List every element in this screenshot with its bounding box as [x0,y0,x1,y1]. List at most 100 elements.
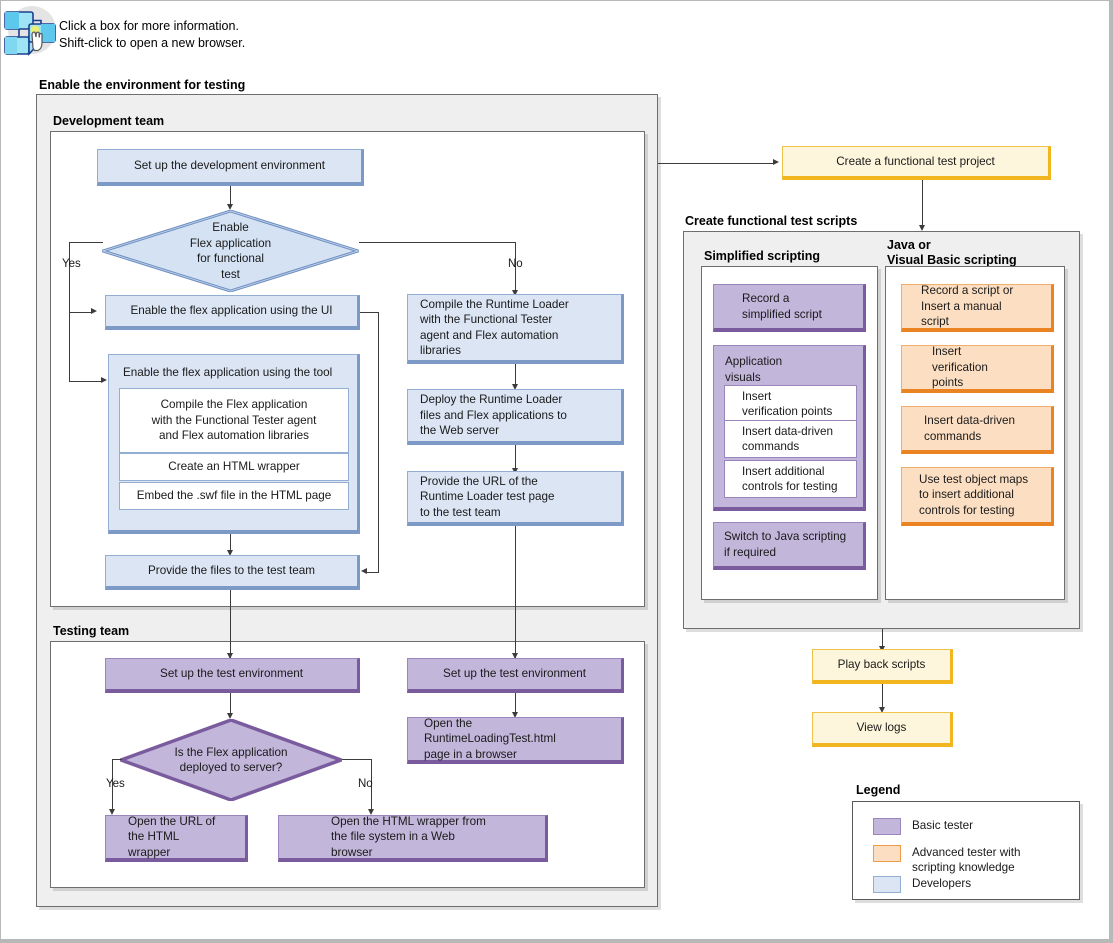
node-setup-test-environment-right[interactable]: Set up the test environment [407,658,624,693]
arrowhead [109,809,115,815]
node-label: Create an HTML wrapper [168,460,300,474]
legend-item-developers: Developers [873,876,971,893]
node-label: Provide the files to the test team [148,564,315,578]
connector [378,312,379,573]
arrowhead [512,653,518,659]
legend-swatch-purple [873,818,901,835]
connector [230,590,231,659]
node-label: Set up the test environment [160,667,303,681]
connector [69,312,92,313]
legend-item-advanced-tester: Advanced tester with scripting knowledge [873,845,1021,875]
legend-label-line-2: scripting knowledge [912,861,1015,874]
legend-label: Basic tester [912,819,974,832]
connector [342,759,372,760]
node-label: Embed the .swf file in the HTML page [136,489,332,503]
arrowhead [227,713,233,719]
arrowhead [512,290,518,296]
node-label: Play back scripts [837,658,926,672]
arrowhead [773,159,779,165]
node-provide-files-to-test-team[interactable]: Provide the files to the test team [105,555,360,590]
legend-box: Basic tester Advanced tester with script… [852,801,1080,900]
node-setup-dev-environment[interactable]: Set up the development environment [97,149,364,186]
connector [112,759,113,812]
node-create-functional-test-project[interactable]: Create a functional test project [782,146,1051,180]
connector [515,242,516,292]
legend-title: Legend [856,783,901,797]
node-label: View logs [856,721,907,735]
arrowhead [368,809,374,815]
connector [230,186,231,206]
hint-line-1: Click a box for more information. [59,19,239,33]
node-enable-flex-app-using-ui[interactable]: Enable the flex application using the UI [105,295,360,330]
group-title-development-team: Development team [53,114,165,128]
node-setup-test-environment-left[interactable]: Set up the test environment [105,658,360,693]
node-view-logs[interactable]: View logs [812,712,953,747]
arrowhead [227,204,233,210]
arrowhead [512,384,518,390]
arrowhead [361,568,367,574]
node-create-html-wrapper[interactable]: Create an HTML wrapper [119,453,349,481]
arrowhead [227,653,233,659]
connector [69,242,70,381]
node-label: Set up the test environment [443,667,586,681]
flowchart-cursor-icon [3,3,61,61]
connector [69,242,103,243]
arrowhead [101,377,107,383]
edge-label-yes-bottom: Yes [106,778,125,790]
connector [367,572,379,573]
hint-text: Click a box for more information. Shift-… [59,18,245,52]
group-title-testing-team: Testing team [53,624,130,638]
legend-label: Developers [912,877,972,890]
connector [658,163,775,164]
connector [360,312,379,313]
node-embed-swf-file[interactable]: Embed the .swf file in the HTML page [119,482,349,510]
legend-label: Advanced tester with scripting knowledge [912,845,1021,875]
connector [922,180,923,227]
node-play-back-scripts[interactable]: Play back scripts [812,649,953,684]
connector [112,759,122,760]
edge-label-no-top: No [508,258,523,270]
arrowhead [919,225,925,231]
node-label: Enable the flex application using the to… [123,366,333,379]
node-label: Set up the development environment [133,159,326,173]
arrowhead [227,550,233,556]
arrowhead [879,707,885,713]
group-title-java-vb-scripting: Java or Visual Basic scripting [887,238,1017,268]
edge-label-no-bottom: No [358,778,373,790]
